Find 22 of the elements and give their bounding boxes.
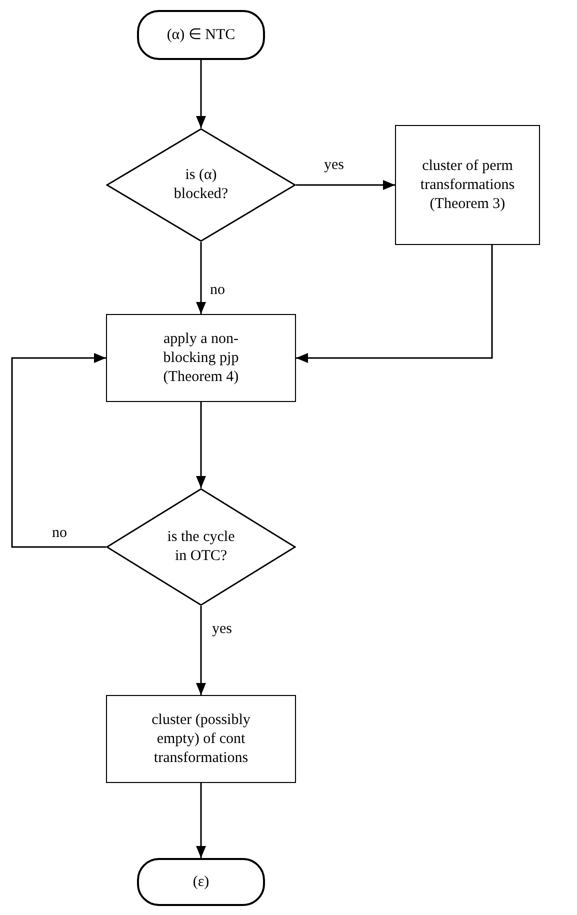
terminal-box [137, 10, 265, 60]
node-text: (α) ∈ NTC [166, 26, 236, 44]
node-text: cluster of perm transformations (Theorem 3) [419, 156, 516, 214]
process-box [106, 695, 296, 783]
decision-diamond [106, 128, 296, 242]
arrow [196, 606, 206, 695]
decision-diamond [106, 488, 296, 606]
node-text: (ε) [192, 872, 210, 892]
process-box [106, 314, 296, 402]
node-text: is (α) blocked? [172, 166, 230, 204]
arrow [296, 245, 493, 363]
node-text: is the cycle in OTC? [166, 528, 236, 566]
arrow [11, 353, 106, 548]
arrow [196, 60, 206, 128]
terminal-box [137, 858, 265, 906]
node-text: apply a non-blocking pjp (Theorem 4) [162, 330, 240, 386]
arrow [296, 180, 395, 190]
process-box [395, 125, 540, 245]
arrow [196, 402, 206, 488]
arrow [196, 783, 206, 858]
arrow [196, 242, 206, 314]
node-text: cluster (possibly empty) of cont transformations [150, 710, 252, 768]
